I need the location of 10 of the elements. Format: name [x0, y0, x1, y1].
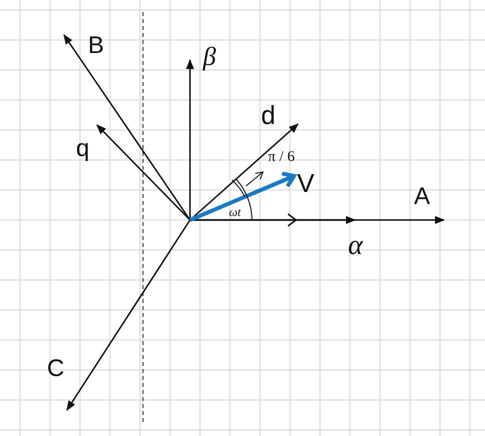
axis-label: C — [47, 357, 64, 381]
axis-label: A — [414, 185, 430, 209]
axis-label: α — [348, 232, 363, 260]
axis-label: B — [88, 34, 104, 58]
axis-label: d — [261, 102, 276, 128]
axis-label: β — [203, 44, 216, 70]
vector-label: V — [297, 170, 314, 196]
axis-label: q — [76, 137, 90, 161]
angle-label: ωt — [229, 206, 241, 218]
angle-label: π / 6 — [268, 150, 295, 165]
